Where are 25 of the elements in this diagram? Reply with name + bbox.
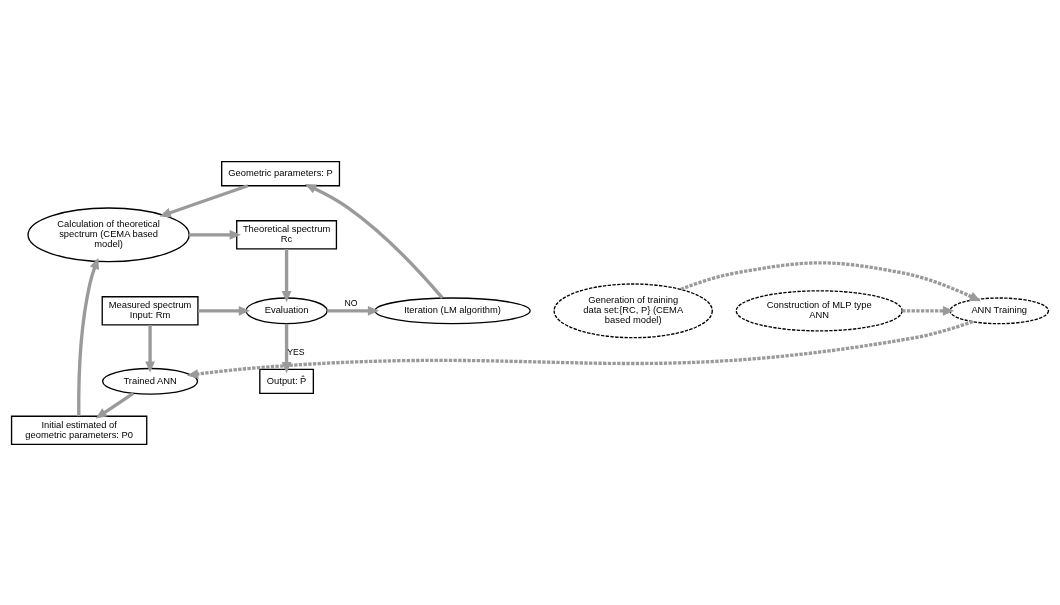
- node-ellipse: ANN Training: [949, 296, 1050, 324]
- node-ellipse: Generation of training data set:{RC, P} (CEMA based model): [553, 282, 713, 338]
- arrow: [281, 323, 292, 373]
- node-ellipse: Evaluation: [245, 296, 328, 324]
- edge-label: NO: [344, 297, 358, 308]
- node-box: Measured spectrum Input: Rm: [101, 295, 199, 326]
- node-ellipse: Iteration (LM algorithm): [374, 296, 531, 324]
- node-box: Geometric parameters: P: [221, 160, 341, 186]
- arrow: [304, 183, 444, 299]
- arrow: [189, 229, 241, 240]
- arrow: [198, 305, 250, 316]
- arrow: [145, 324, 155, 373]
- node-ellipse: Construction of MLP type ANN: [735, 289, 903, 331]
- node-box: Output: P̂: [259, 368, 315, 394]
- arrow: [281, 248, 292, 302]
- arrow: [159, 183, 249, 217]
- arrow: [186, 319, 974, 379]
- arrow: [95, 391, 135, 419]
- arrow: [77, 257, 99, 416]
- arrow: [327, 305, 380, 316]
- arrow: [680, 260, 981, 301]
- arrow: [902, 305, 955, 316]
- edge-label: YES: [287, 346, 305, 357]
- node-box: Initial estimated of geometric parameters: P0: [10, 415, 148, 445]
- node-box: Theoretical spectrum Rc: [236, 219, 338, 250]
